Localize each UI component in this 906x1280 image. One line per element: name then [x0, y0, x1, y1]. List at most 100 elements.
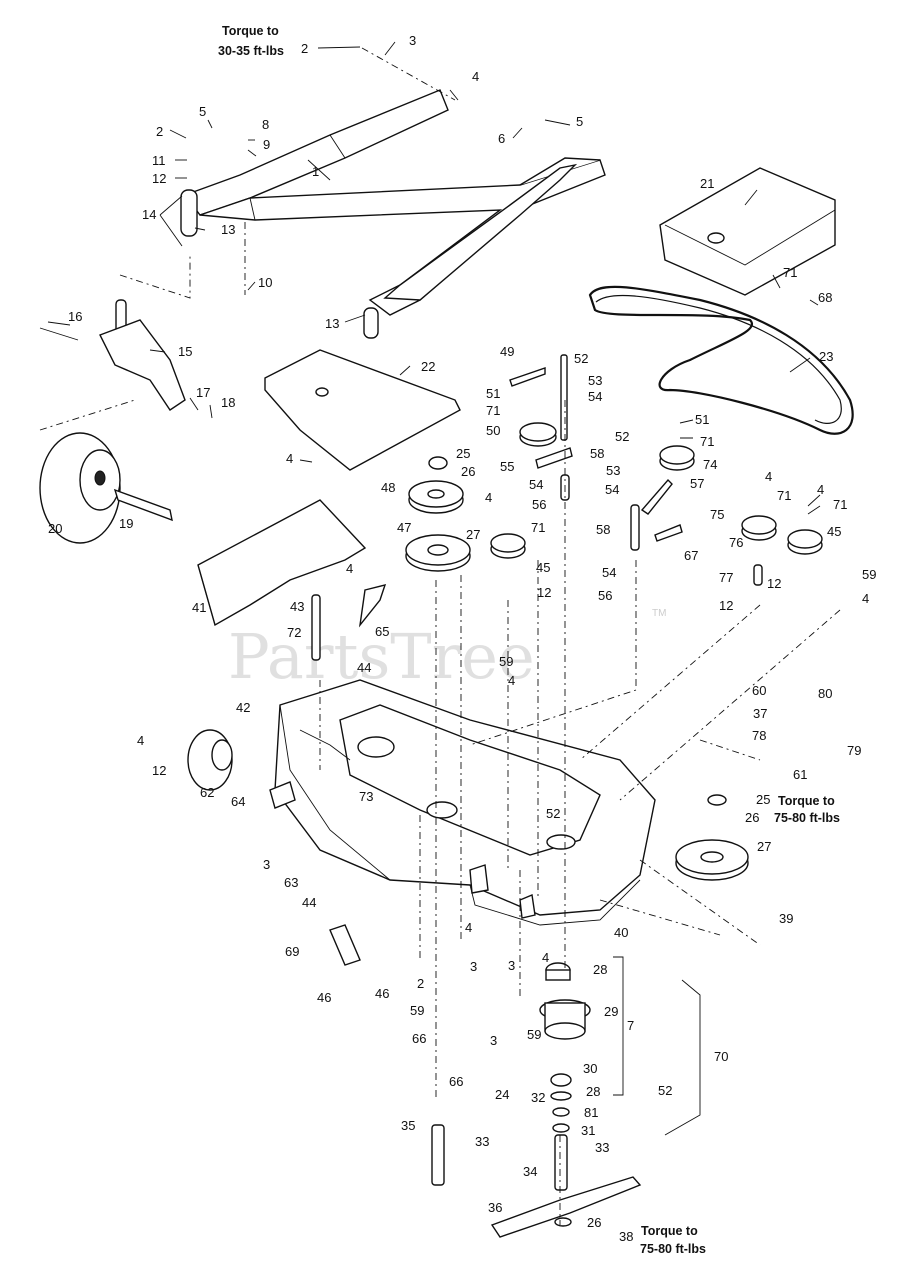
main-frame — [180, 89, 606, 339]
callout-65: 65 — [375, 624, 389, 639]
callout-13: 13 — [325, 316, 339, 331]
mower-blade — [490, 1176, 642, 1238]
callout-71: 71 — [783, 265, 797, 280]
torque-note-top-line1: Torque to — [222, 24, 279, 38]
torque-note-bottom-line2: 75-80 ft-lbs — [640, 1242, 706, 1256]
callout-47: 47 — [397, 520, 411, 535]
deflector-baffle — [197, 499, 387, 661]
callout-3: 3 — [490, 1033, 497, 1048]
callout-26: 26 — [587, 1215, 601, 1230]
callout-62: 62 — [200, 785, 214, 800]
callout-46: 46 — [375, 986, 389, 1001]
callout-48: 48 — [381, 480, 395, 495]
torque-note-top-line2: 30-35 ft-lbs — [218, 44, 284, 58]
callout-71: 71 — [486, 403, 500, 418]
belt-cover — [659, 167, 836, 296]
leader-lines — [47, 41, 821, 515]
callout-7: 7 — [627, 1018, 634, 1033]
callout-11: 11 — [152, 153, 166, 168]
callout-74: 74 — [703, 457, 717, 472]
callout-68: 68 — [818, 290, 832, 305]
callout-54: 54 — [605, 482, 619, 497]
torque-note-bottom-line1: Torque to — [641, 1224, 698, 1238]
callout-72: 72 — [287, 625, 301, 640]
callout-52: 52 — [658, 1083, 672, 1098]
callout-26: 26 — [461, 464, 475, 479]
pulley-stack-left — [405, 456, 471, 572]
callout-4: 4 — [542, 950, 549, 965]
callout-60: 60 — [752, 683, 766, 698]
callout-46: 46 — [317, 990, 331, 1005]
callout-42: 42 — [236, 700, 250, 715]
gauge-wheel — [187, 729, 296, 809]
spindle-assembly — [431, 962, 591, 1191]
callout-12: 12 — [719, 598, 733, 613]
callout-43: 43 — [290, 599, 304, 614]
callout-26: 26 — [745, 810, 759, 825]
callout-3: 3 — [409, 33, 416, 48]
callout-66: 66 — [412, 1031, 426, 1046]
callout-3: 3 — [470, 959, 477, 974]
callout-3: 3 — [263, 857, 270, 872]
torque-note-right-line1: Torque to — [778, 794, 835, 808]
callout-77: 77 — [719, 570, 733, 585]
callout-58: 58 — [590, 446, 604, 461]
callout-52: 52 — [574, 351, 588, 366]
callout-16: 16 — [68, 309, 82, 324]
callout-25: 25 — [456, 446, 470, 461]
callout-40: 40 — [614, 925, 628, 940]
callout-29: 29 — [604, 1004, 618, 1019]
callout-50: 50 — [486, 423, 500, 438]
callout-12: 12 — [767, 576, 781, 591]
callout-3: 3 — [508, 958, 515, 973]
callout-71: 71 — [833, 497, 847, 512]
callout-27: 27 — [466, 527, 480, 542]
watermark-trademark: TM — [652, 608, 666, 619]
callout-2: 2 — [156, 124, 163, 139]
callout-4: 4 — [137, 733, 144, 748]
callout-27: 27 — [757, 839, 771, 854]
callout-76: 76 — [729, 535, 743, 550]
idler-pulleys — [490, 354, 823, 586]
callout-35: 35 — [401, 1118, 415, 1133]
callout-18: 18 — [221, 395, 235, 410]
callout-4: 4 — [485, 490, 492, 505]
callout-12: 12 — [152, 171, 166, 186]
callout-8: 8 — [262, 117, 269, 132]
callout-51: 51 — [486, 386, 500, 401]
callout-58: 58 — [596, 522, 610, 537]
callout-59: 59 — [862, 567, 876, 582]
mower-deck — [274, 679, 656, 926]
watermark: PartsTree — [228, 620, 535, 693]
callout-30: 30 — [583, 1061, 597, 1076]
torque-note-right-line2: 75-80 ft-lbs — [774, 811, 840, 825]
callout-2: 2 — [301, 41, 308, 56]
callout-5: 5 — [576, 114, 583, 129]
callout-52: 52 — [546, 806, 560, 821]
callout-33: 33 — [595, 1140, 609, 1155]
callout-73: 73 — [359, 789, 373, 804]
callout-54: 54 — [588, 389, 602, 404]
gauge-bracket-right — [329, 924, 361, 966]
callout-51: 51 — [695, 412, 709, 427]
callout-71: 71 — [777, 488, 791, 503]
pulley-right — [675, 794, 749, 881]
callout-19: 19 — [119, 516, 133, 531]
callout-31: 31 — [581, 1123, 595, 1138]
callout-52: 52 — [615, 429, 629, 444]
callout-71: 71 — [700, 434, 714, 449]
callout-55: 55 — [500, 459, 514, 474]
callout-10: 10 — [258, 275, 272, 290]
callout-28: 28 — [586, 1084, 600, 1099]
callout-17: 17 — [196, 385, 210, 400]
callout-28: 28 — [593, 962, 607, 977]
assembly-lines — [244, 47, 841, 1225]
callout-32: 32 — [531, 1090, 545, 1105]
callout-44: 44 — [302, 895, 316, 910]
callout-75: 75 — [710, 507, 724, 522]
spindle-cover-plate — [264, 349, 461, 471]
callout-9: 9 — [263, 137, 270, 152]
callout-4: 4 — [465, 920, 472, 935]
callout-44: 44 — [357, 660, 371, 675]
